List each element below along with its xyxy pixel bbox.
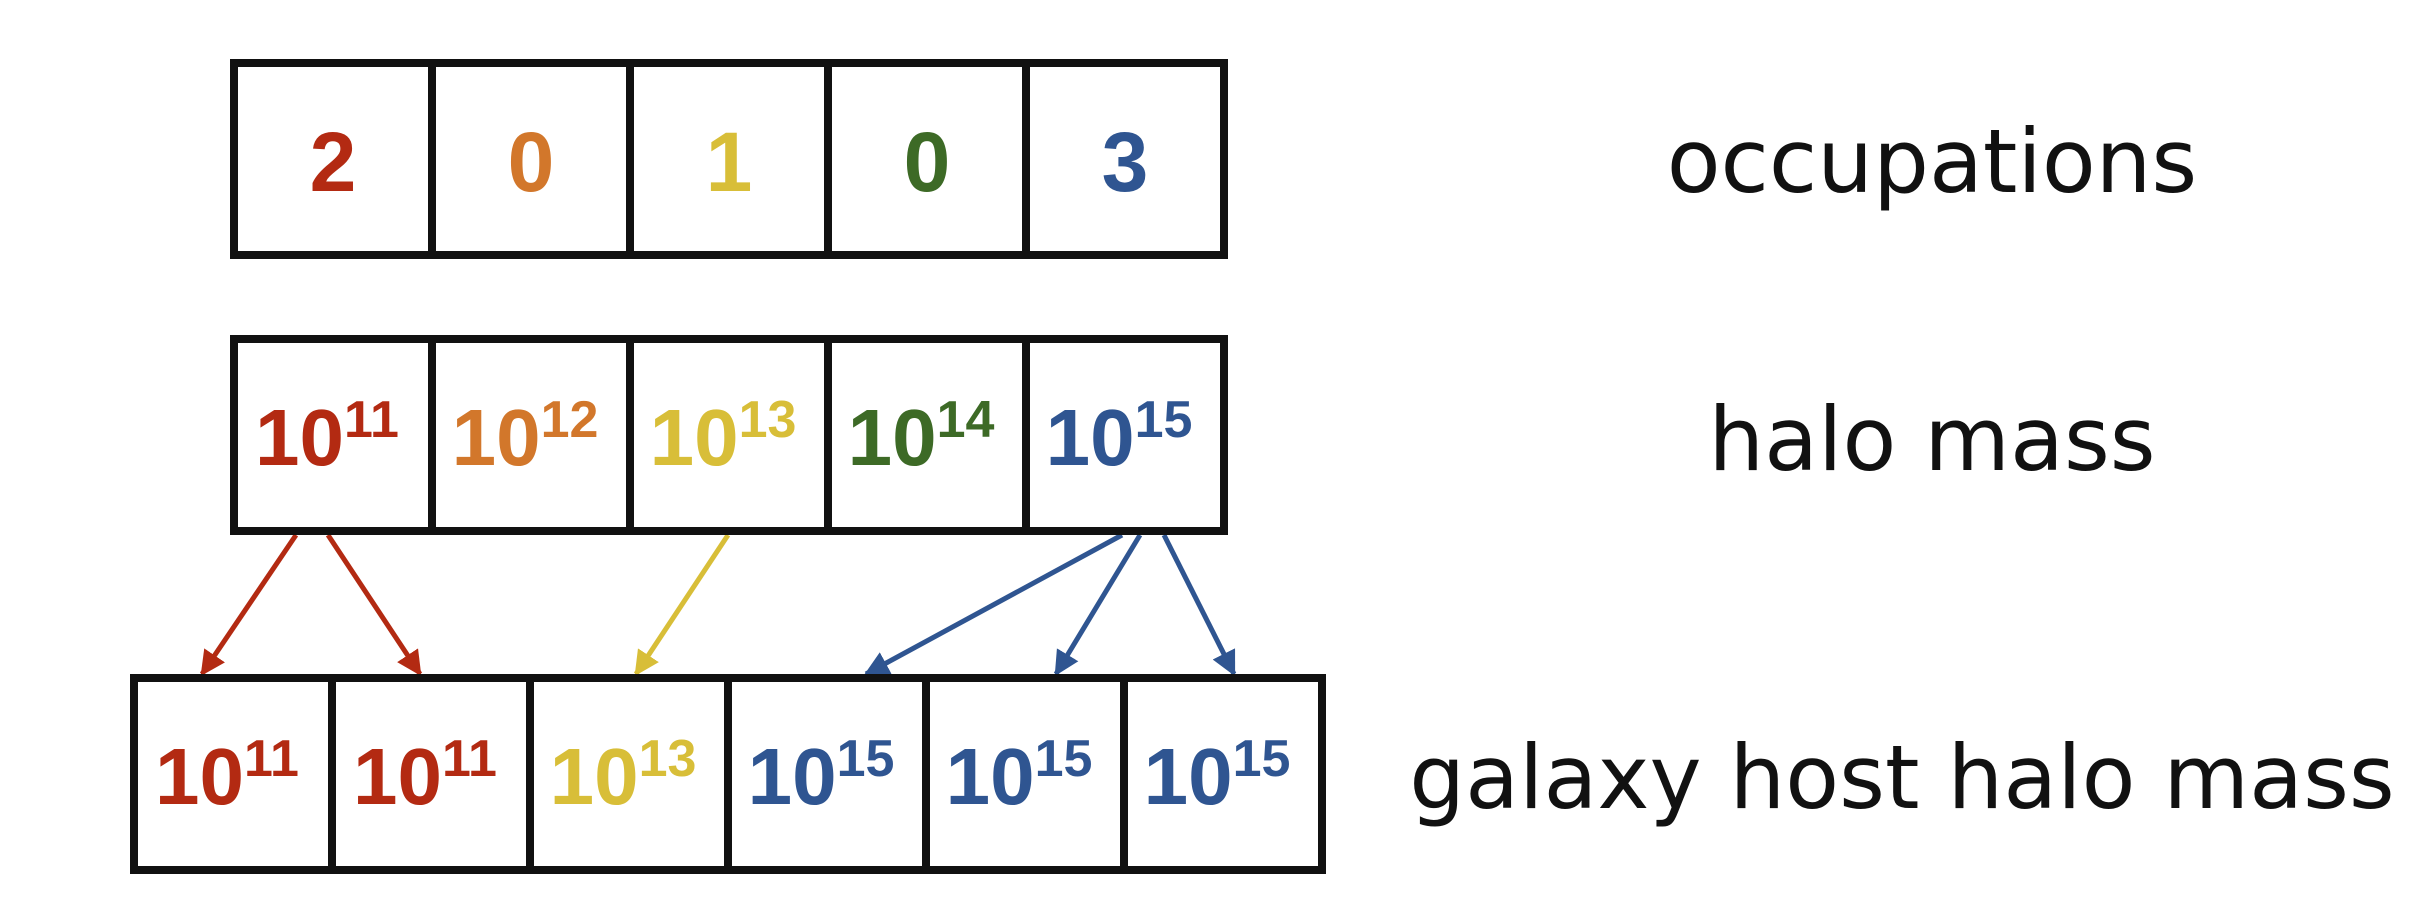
- galaxy-host-cell-box: [526, 674, 732, 874]
- galaxy-host-halo-mass-row: 1011 1011 1013 1015 1015 1015: [130, 674, 1326, 874]
- mapping-arrow: [863, 532, 1124, 677]
- galaxy-host-cell-value: 1013: [550, 730, 697, 821]
- galaxy-host-halo-mass-label: galaxy host halo mass: [1409, 726, 2395, 829]
- halo-mass-cell-value: 1013: [650, 391, 797, 482]
- occupation-cell-box: [428, 59, 634, 259]
- halo-mass-cell-value: 1015: [1046, 391, 1193, 482]
- galaxy-host-cell-value: 1015: [748, 730, 895, 821]
- galaxy-host-cell-box: [922, 674, 1128, 874]
- mapping-arrow: [633, 533, 731, 677]
- occupation-cell-box: [626, 59, 832, 259]
- halo-mass-label: halo mass: [1708, 388, 2155, 491]
- occupations-row: 2 0 1 0 3: [230, 59, 1228, 259]
- occupations-label: occupations: [1667, 110, 2198, 213]
- occupation-cell-box: [230, 59, 436, 259]
- galaxy-host-cell-value: 1015: [1144, 730, 1291, 821]
- halo-mass-cell-box: [230, 335, 436, 535]
- occupation-cell-value: 0: [904, 115, 951, 209]
- occupation-cell-value: 1: [706, 115, 753, 209]
- galaxy-host-cell-value: 1015: [946, 730, 1093, 821]
- arrows: [199, 532, 1237, 677]
- mapping-arrow: [325, 533, 423, 677]
- galaxy-host-cell-box: [328, 674, 534, 874]
- halo-mass-cell-value: 1014: [848, 391, 995, 482]
- mapping-arrow: [1161, 533, 1237, 677]
- galaxy-host-cell-box: [1120, 674, 1326, 874]
- halo-mass-cell-box: [1022, 335, 1228, 535]
- halo-mass-cell-value: 1011: [255, 391, 399, 482]
- halo-mass-cell-value: 1012: [452, 391, 599, 482]
- mapping-arrow: [199, 533, 299, 677]
- mapping-arrow: [1053, 533, 1143, 677]
- occupation-cell-value: 3: [1102, 115, 1149, 209]
- occupation-cell-value: 0: [508, 115, 555, 209]
- galaxy-host-cell-value: 1011: [155, 730, 299, 821]
- halo-mass-row: 1011 1012 1013 1014 1015: [230, 335, 1228, 535]
- galaxy-host-cell-box: [724, 674, 930, 874]
- galaxy-host-cell-value: 1011: [353, 730, 497, 821]
- occupation-cell-value: 2: [310, 115, 357, 209]
- occupation-cell-box: [1022, 59, 1228, 259]
